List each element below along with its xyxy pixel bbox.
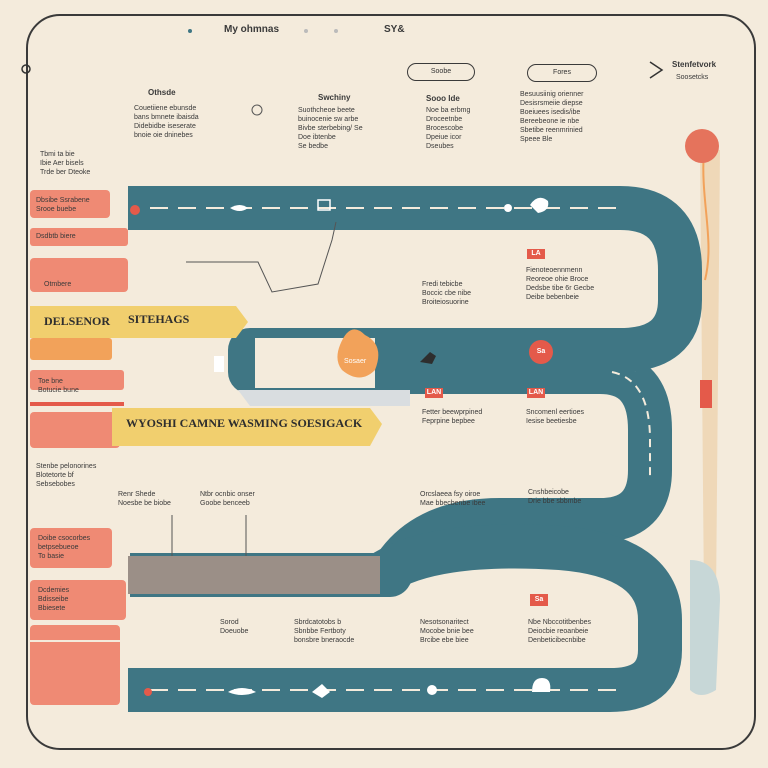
tab-label: Otmbere xyxy=(44,281,72,288)
right-note-a: Fienoteoennmenn Reoreoe ohie Broce Dedsb… xyxy=(526,267,595,301)
tab xyxy=(30,625,120,705)
tab xyxy=(30,580,126,620)
banner-shadow xyxy=(238,390,410,406)
runner-icon xyxy=(420,352,436,364)
col3-heading: Sooo Ide xyxy=(426,94,460,103)
track-grey-segment xyxy=(128,556,380,594)
pill-button-1[interactable]: Soobe xyxy=(407,63,475,81)
track-dot xyxy=(144,688,152,696)
banner-1-right: SITEHAGS xyxy=(128,312,190,326)
bottom-note-2: Sbrdcatotobs b Sbnbbe Fertboty bonsbre b… xyxy=(294,619,355,644)
tab-divider xyxy=(30,640,120,642)
flag-node xyxy=(685,129,719,163)
tab xyxy=(30,370,124,390)
tab xyxy=(30,190,110,218)
pole-foot xyxy=(690,560,720,695)
outer-frame xyxy=(26,14,756,750)
row-a-note-1: Renr Shede Noesbe be biobe xyxy=(118,491,171,507)
left-note: Stenbe pelonorines Blotetorte bf Sebsebo… xyxy=(36,463,97,488)
bird-icon xyxy=(530,197,549,213)
orange-node xyxy=(337,329,379,378)
mid-note-b: Fetter beewprpined Feprpine bepbee xyxy=(422,409,483,425)
banner-1 xyxy=(30,306,248,338)
col3-body: Noe ba erbmg Droceetnbe Brocescobe Dpeiu… xyxy=(426,107,471,150)
header-version: SY& xyxy=(384,24,405,35)
tab xyxy=(30,228,128,246)
row-a-note-4: Cnshbeicobe Drie bbe sbbmbe xyxy=(528,489,582,505)
row-a-note-3: Orcslaeea fsy oiroe Mae bbecbenbe ibee xyxy=(420,491,486,507)
tab-label: Toe bne Botucie bune xyxy=(38,378,79,394)
track-dot-badge xyxy=(529,340,553,364)
tab xyxy=(30,338,112,360)
frame-node xyxy=(21,64,31,74)
arrow-icon xyxy=(649,61,664,79)
header-title: My ohmnas xyxy=(224,24,280,35)
col1-body: Couetiiene ebunsde bans bmnete ibaisda D… xyxy=(134,105,199,139)
tab xyxy=(30,412,120,448)
col2-heading: Swchiny xyxy=(318,93,351,102)
bulb-icon xyxy=(214,356,224,372)
track-main xyxy=(128,186,702,597)
track-lower xyxy=(128,524,682,712)
top-right-sub: Soosetcks xyxy=(676,74,709,81)
orange-node-label: Sosaer xyxy=(344,358,367,365)
banner-2 xyxy=(112,408,382,446)
banner-2-text: WYOSHI CAMNE WASMING SOESIGACK xyxy=(126,416,363,430)
badge-label: LAN xyxy=(425,388,443,398)
tab xyxy=(30,528,112,568)
tab xyxy=(30,258,128,292)
pole-string xyxy=(702,149,710,281)
header-dot xyxy=(304,29,308,33)
pill-button-2[interactable]: Fores xyxy=(527,64,597,82)
badge-label: LAN xyxy=(527,388,545,398)
dot-icon xyxy=(427,685,437,695)
tab xyxy=(30,402,124,406)
bird-icon xyxy=(228,688,256,695)
bottom-note-1: Sorod Doeuobe xyxy=(220,619,249,635)
right-note-b: Sncomenl eertioes Iesise beetiesbe xyxy=(526,409,584,425)
track-dot xyxy=(130,205,140,215)
mid-note-a: Fredi tebicbe Boccic cbe nibe Broiteiosu… xyxy=(422,281,472,306)
top-right-title: Stenfetvork xyxy=(672,60,717,69)
track-dot xyxy=(504,204,512,212)
tab-label: Doibe csocorbes betpsebueoe To basie xyxy=(38,535,91,560)
person-icon xyxy=(532,678,551,692)
banner-1-left: DELSENOR xyxy=(44,314,111,328)
tab-label: Dsdbtb biere xyxy=(36,233,76,240)
connector xyxy=(186,221,337,293)
badge-label: Sa xyxy=(536,348,546,355)
runner-icon xyxy=(312,684,330,698)
pin-icon xyxy=(251,104,263,116)
col1-heading: Othsde xyxy=(148,88,176,97)
pole xyxy=(700,150,720,600)
badge-label: LA xyxy=(527,249,545,259)
row-a-note-2: Ntbr ocnbic onser Goobe benceeb xyxy=(200,491,255,507)
badge xyxy=(700,380,712,408)
bird-icon xyxy=(230,205,248,211)
header-dot xyxy=(188,29,192,33)
col2-body: Suothcheoe beete buinocenie sw arbe Bivb… xyxy=(298,107,363,150)
lock-icon xyxy=(317,199,331,211)
tab-label: Dcdemies Bdisseibe Bbiesete xyxy=(38,587,70,612)
bottom-note-3: Nesotsonaritect Mocobe bnie bee Brcibe e… xyxy=(420,619,474,644)
left-top-note: Tbmi ta bie Ibie Aer bisels Trde ber Dte… xyxy=(40,151,91,176)
col4-body: Besuusiinig orienner Desisrsmeiie diepse… xyxy=(520,91,584,143)
badge-label: Sa xyxy=(530,595,548,605)
tab-label: Dbsibe Ssrabene Srooe buebe xyxy=(36,197,90,213)
header-dot xyxy=(334,29,338,33)
bottom-note-4: Nbe Nbccotitbenbes Deiocbie reoanbeie De… xyxy=(528,619,592,644)
